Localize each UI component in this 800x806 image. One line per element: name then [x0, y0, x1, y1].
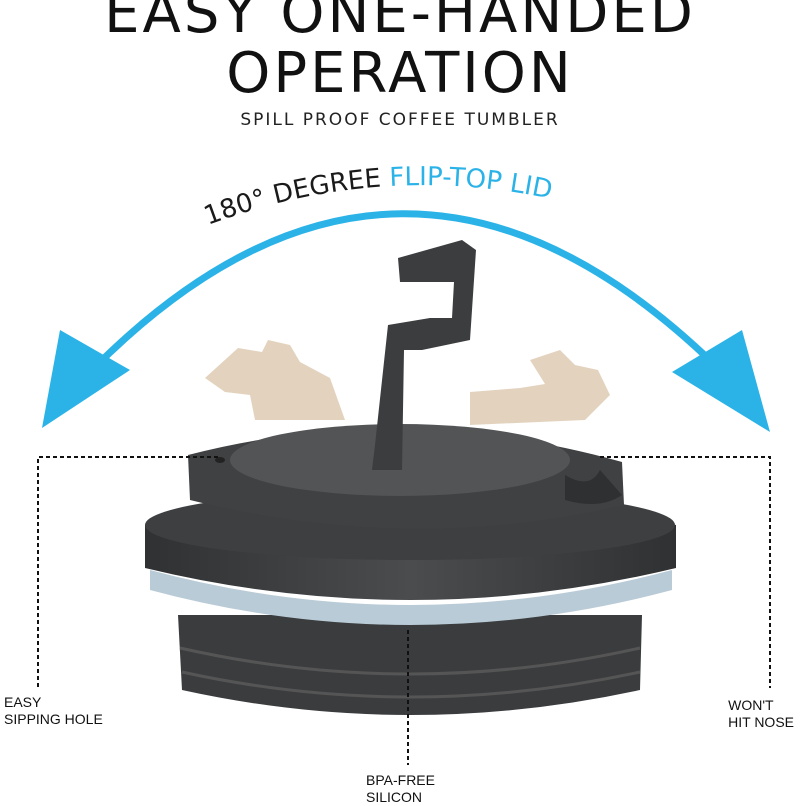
- flip-arc-label: 180° DEGREE FLIP-TOP LID: [200, 162, 555, 231]
- callout-bottom-line-1: BPA-FREE: [366, 772, 435, 788]
- flip-top-flap: [372, 240, 476, 470]
- headline-line-1: EASY ONE-HANDED: [104, 0, 696, 46]
- arrow-head-right-icon: [672, 330, 770, 432]
- arc-label-fliptop: FLIP-TOP LID: [389, 162, 555, 205]
- subtitle: SPILL PROOF COFFEE TUMBLER: [240, 110, 560, 130]
- callout-bottom-line-2: SILICON: [366, 789, 423, 805]
- callout-left-line-1: EASY: [4, 694, 42, 710]
- callout-right-line-2: HIT NOSE: [728, 714, 794, 730]
- lid-top: [188, 424, 624, 529]
- callout-sipping-hole: EASY SIPPING HOLE: [4, 694, 103, 728]
- flip-arc-arrow-icon: [42, 210, 770, 432]
- callout-left-line-2: SIPPING HOLE: [4, 711, 103, 727]
- ghost-flap-right: [470, 350, 610, 425]
- arc-label-degree: 180° DEGREE: [200, 163, 390, 231]
- arrow-head-left-icon: [42, 330, 130, 428]
- silicone-seal: [150, 570, 672, 625]
- callout-right-line-1: WON'T: [728, 697, 774, 713]
- air-vent-hole-icon: [215, 457, 225, 463]
- callout-bpa-free: BPA-FREE SILICON: [366, 772, 435, 806]
- callout-wont-hit-nose: WON'T HIT NOSE: [728, 697, 794, 731]
- ghost-flap-left: [205, 340, 345, 420]
- callout-lines: [37, 456, 771, 765]
- headline-line-2: OPERATION: [226, 41, 574, 106]
- lid-base: [178, 615, 642, 715]
